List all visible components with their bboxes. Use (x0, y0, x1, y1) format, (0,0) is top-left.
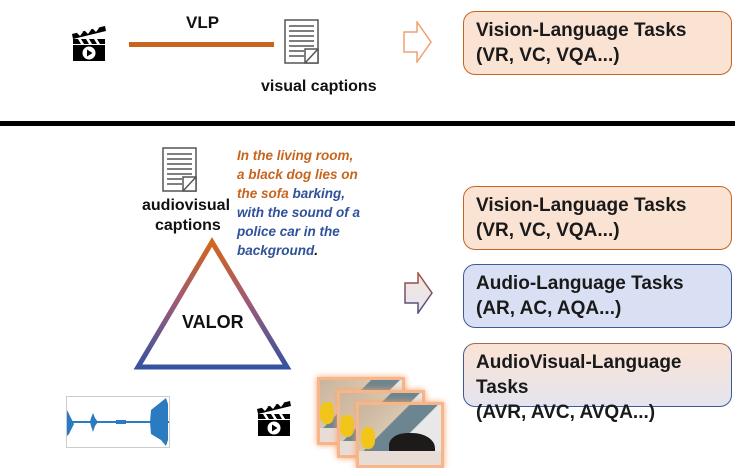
caption-example-text: In the living room, a black dog lies on … (237, 146, 407, 260)
task-title: AudioVisual-Language Tasks (476, 352, 682, 398)
right-arrow-icon (403, 21, 432, 63)
section-divider (0, 121, 735, 126)
task-subtitle: (VR, VC, VQA...) (476, 45, 620, 66)
task-subtitle: (AVR, AVC, AVQA...) (476, 402, 656, 423)
caption-segment: barking, (288, 186, 346, 201)
vlp-connector-line (129, 42, 274, 47)
caption-line: In the living room, (237, 148, 354, 163)
valor-label: VALOR (182, 312, 244, 332)
caption-segment: the sofa (237, 186, 289, 201)
task-title: Vision-Language Tasks (476, 20, 687, 41)
audio-language-task-box: Audio-Language Tasks (AR, AC, AQA...) (463, 264, 732, 328)
audio-waveform-icon (66, 396, 170, 448)
task-subtitle: (AR, AC, AQA...) (476, 298, 622, 319)
caption-line: with the sound of a (237, 205, 360, 220)
visual-captions-label: visual captions (261, 78, 377, 95)
caption-segment: . (314, 243, 319, 258)
vision-language-task-box: Vision-Language Tasks (VR, VC, VQA...) (463, 11, 732, 75)
caption-line: police car in the (237, 224, 340, 239)
document-icon (162, 147, 197, 192)
audiovisual-captions-label-line1: audiovisual (142, 197, 231, 214)
task-title: Audio-Language Tasks (476, 273, 684, 294)
video-frame (356, 402, 444, 468)
caption-segment: background (237, 243, 315, 258)
valor-triangle (133, 237, 292, 370)
clapperboard-icon (257, 400, 291, 436)
vision-language-task-box: Vision-Language Tasks (VR, VC, VQA...) (463, 186, 732, 250)
audiovisual-language-task-box: AudioVisual-Language Tasks (AVR, AVC, AV… (463, 343, 732, 423)
right-arrow-icon (404, 272, 433, 314)
document-icon (284, 19, 319, 64)
task-subtitle: (VR, VC, VQA...) (476, 220, 620, 241)
audiovisual-captions-label-line2: captions (155, 217, 221, 234)
caption-line: a black dog lies on (237, 167, 358, 182)
clapperboard-icon (72, 25, 106, 61)
task-title: Vision-Language Tasks (476, 195, 687, 216)
vlp-label: VLP (186, 13, 220, 32)
